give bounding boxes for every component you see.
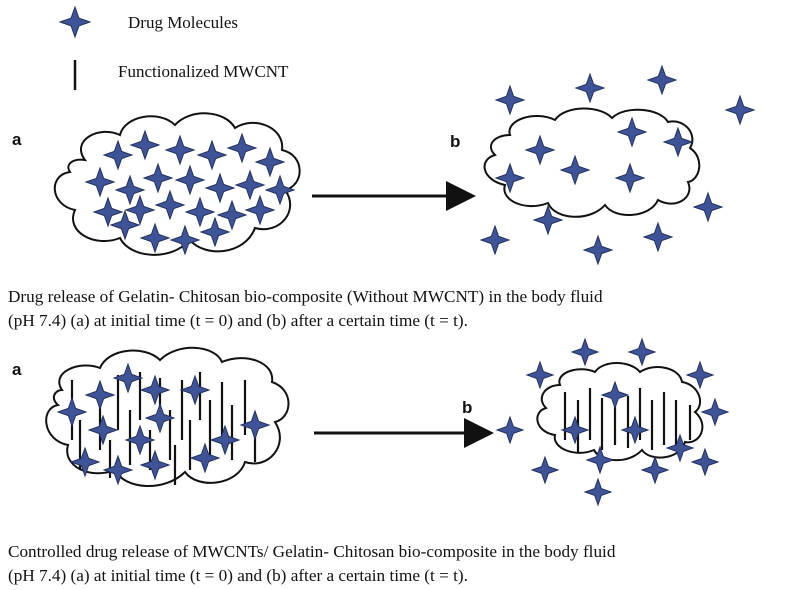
drug-molecule-star [184,196,216,228]
drug-molecule-star [662,126,694,158]
drug-molecule-star [139,449,171,481]
drug-molecule-star [585,445,615,475]
drug-molecule-star [142,162,174,194]
drug-molecule-star [129,129,161,161]
caption-bottom: Controlled drug release of MWCNTs/ Gelat… [8,540,793,588]
drug-molecule-star [665,433,695,463]
legend-mwcnt-label: Functionalized MWCNT [118,62,289,81]
drug-molecule-star [92,196,124,228]
drug-molecule-star [244,194,276,226]
drug-molecule-star [209,424,241,456]
drug-molecule-star [560,415,590,445]
drug-molecule-star [124,194,156,226]
drug-molecule-star [139,374,171,406]
legend-drug-label: Drug Molecules [128,13,239,32]
drug-molecule-star [196,139,228,171]
drug-molecule-star [254,146,286,178]
drug-molecule-star [179,374,211,406]
panel-label-bottom-a: a [12,360,22,379]
drug-molecule-star [495,415,525,445]
caption-top-line2: (pH 7.4) (a) at initial time (t = 0) and… [8,311,468,330]
drug-molecule-star [144,402,176,434]
panel-label-bottom-b: b [462,398,473,417]
caption-top-line1: Drug release of Gelatin- Chitosan bio-co… [8,287,603,306]
drug-molecule-star [640,455,670,485]
drug-molecule-star [616,116,648,148]
drug-molecule-star [642,221,674,253]
drug-molecule-star [583,477,613,507]
drug-molecule-star [692,191,724,223]
drug-molecule-star [154,189,186,221]
drug-molecule-star [685,360,715,390]
caption-top: Drug release of Gelatin- Chitosan bio-co… [8,285,793,333]
drug-molecule-star [525,360,555,390]
drug-molecule-star [582,234,614,266]
drug-molecule-star [264,174,296,206]
drug-molecule-star [646,64,678,96]
legend-drug-icon [58,5,92,39]
drug-molecule-star [614,162,646,194]
drug-molecule-star [524,134,556,166]
drug-molecule-star [204,172,236,204]
drug-molecule-star [494,162,526,194]
drug-molecule-star [169,224,201,256]
drug-molecule-star [494,84,526,116]
drug-molecule-star [690,447,720,477]
drug-molecule-star [199,216,231,248]
drug-molecule-star [724,94,756,126]
drug-molecule-star [124,424,156,456]
panel-label-top-b: b [450,132,461,151]
drug-molecule-star [570,337,600,367]
drug-molecule-star [559,154,591,186]
drug-molecule-star [216,199,248,231]
drug-molecule-star [87,414,119,446]
caption-bottom-line2: (pH 7.4) (a) at initial time (t = 0) and… [8,566,468,585]
drug-molecule-star [234,169,266,201]
drug-molecule-layer [56,5,756,507]
drug-molecule-star [174,164,206,196]
drug-molecule-star [226,132,258,164]
drug-molecule-star [84,379,116,411]
drug-molecule-star [189,442,221,474]
caption-bottom-line1: Controlled drug release of MWCNTs/ Gelat… [8,542,616,561]
drug-molecule-star [102,454,134,486]
drug-molecule-star [600,380,630,410]
panel-label-top-a: a [12,130,22,149]
cloud-top-b [483,107,701,218]
drug-molecule-star [164,134,196,166]
drug-molecule-star [109,209,141,241]
drug-molecule-star [530,455,560,485]
drug-molecule-star [84,166,116,198]
drug-molecule-star [112,362,144,394]
drug-molecule-star [102,139,134,171]
drug-molecule-star [532,204,564,236]
drug-molecule-star [69,446,101,478]
drug-molecule-star [139,222,171,254]
drug-molecule-star [700,397,730,427]
drug-molecule-star [56,396,88,428]
drug-molecule-star [620,415,650,445]
drug-molecule-star [574,72,606,104]
drug-molecule-star [627,337,657,367]
drug-molecule-star [479,224,511,256]
drug-molecule-star [114,174,146,206]
drug-molecule-star [239,409,271,441]
